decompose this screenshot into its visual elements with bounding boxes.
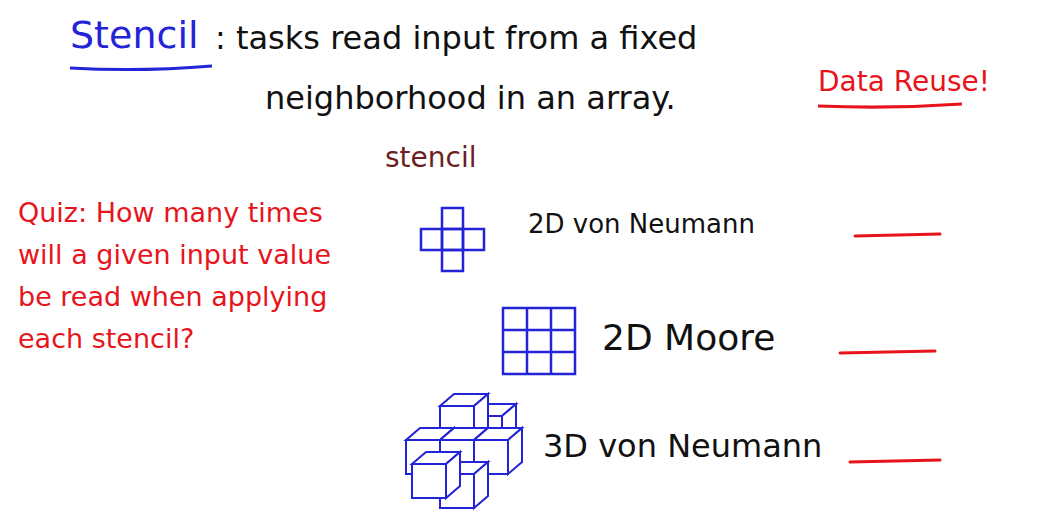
quiz-question: Quiz: How many times will a given input … bbox=[18, 192, 353, 360]
grid-line bbox=[503, 351, 575, 354]
title-underline bbox=[70, 66, 212, 70]
stencil-name: 2D Moore bbox=[602, 316, 775, 360]
answer-blank bbox=[850, 460, 940, 462]
definition-text: : tasks read input from a fixed neighbor… bbox=[215, 8, 905, 128]
stencil-cell bbox=[442, 208, 463, 229]
answer-blanks bbox=[840, 234, 940, 462]
stencil-grid bbox=[503, 308, 575, 374]
stencil-cell bbox=[442, 250, 463, 271]
term-heading: Stencil bbox=[70, 12, 199, 58]
answer-blank bbox=[840, 351, 935, 353]
column-heading: stencil bbox=[385, 140, 477, 176]
stencil-name: 2D von Neumann bbox=[528, 208, 755, 240]
grid-line bbox=[503, 329, 575, 332]
stencil-name: 3D von Neumann bbox=[543, 426, 822, 466]
moore-2d-stencil bbox=[503, 308, 575, 374]
emphasis-note: Data Reuse! bbox=[818, 64, 990, 100]
grid-line bbox=[526, 308, 529, 374]
stencil-cell bbox=[442, 229, 463, 250]
grid-line bbox=[550, 308, 553, 374]
answer-blank bbox=[855, 234, 940, 236]
emphasis-underline bbox=[818, 104, 962, 107]
stencil-cube bbox=[412, 452, 460, 498]
von-neumann-2d-stencil bbox=[421, 208, 484, 271]
stencil-cell bbox=[421, 229, 442, 250]
von-neumann-3d-stencil bbox=[406, 394, 522, 508]
stencil-cell bbox=[463, 229, 484, 250]
